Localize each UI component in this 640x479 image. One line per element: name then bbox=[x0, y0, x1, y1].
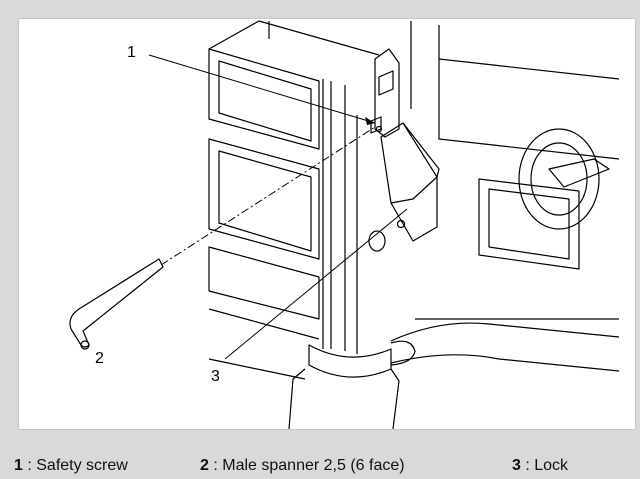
leader-3 bbox=[224, 208, 408, 360]
rotary-handle bbox=[518, 128, 600, 230]
hex-key bbox=[69, 258, 164, 348]
left-panel-inner bbox=[218, 60, 312, 142]
legend-text: Lock bbox=[534, 457, 569, 474]
right-frame bbox=[410, 21, 620, 270]
legend-text: Male spanner 2,5 (6 face) bbox=[222, 457, 405, 474]
callout-1: 1 bbox=[127, 44, 136, 61]
legend-separator: : bbox=[520, 457, 535, 474]
legend-number: 3 bbox=[512, 457, 521, 474]
base-collar bbox=[308, 344, 392, 378]
latch-slot bbox=[378, 70, 394, 96]
technical-drawing: 1 2 3 bbox=[18, 18, 636, 430]
lock-side bbox=[390, 176, 438, 204]
safety-screw bbox=[370, 116, 382, 134]
legend-number: 2 bbox=[200, 457, 209, 474]
bottom-tray bbox=[208, 308, 619, 380]
figure-frame: 1 2 3 1 : Safety screw 2 : Male spanner … bbox=[6, 6, 636, 474]
hose-upper bbox=[390, 322, 620, 342]
base-foot bbox=[288, 368, 400, 429]
rotary-grip bbox=[548, 158, 610, 188]
legend-caption: 1 : Safety screw 2 : Male spanner 2,5 (6… bbox=[12, 451, 640, 479]
arrow-1 bbox=[365, 117, 375, 125]
left-panel-outer bbox=[208, 48, 320, 150]
left-panel-mid-inner bbox=[218, 150, 312, 252]
legend-item-2: 2 : Male spanner 2,5 (6 face) bbox=[200, 457, 405, 475]
legend-number: 1 bbox=[14, 457, 23, 474]
lock-hole bbox=[396, 219, 406, 229]
legend-item-1: 1 : Safety screw bbox=[14, 457, 128, 475]
lock-top bbox=[402, 122, 440, 178]
alignment-line bbox=[160, 126, 376, 266]
legend-separator: : bbox=[22, 457, 37, 474]
top-edge bbox=[208, 20, 380, 56]
right-panel-inner bbox=[488, 188, 570, 260]
rotary-handle-inner bbox=[530, 142, 588, 216]
screw-head bbox=[375, 125, 383, 133]
hose-fitting bbox=[390, 340, 416, 366]
left-panel-low bbox=[208, 246, 320, 320]
line-drawing: 1 2 3 bbox=[69, 20, 620, 429]
legend-item-3: 3 : Lock bbox=[512, 457, 568, 475]
hose-lower bbox=[390, 354, 620, 372]
callout-3: 3 bbox=[211, 368, 220, 385]
left-panel-mid bbox=[208, 138, 320, 260]
side-knob bbox=[368, 230, 386, 252]
callout-2: 2 bbox=[95, 350, 104, 367]
leader-1 bbox=[148, 54, 376, 124]
latch-bracket bbox=[374, 48, 400, 138]
legend-separator: : bbox=[208, 457, 223, 474]
legend-text: Safety screw bbox=[36, 457, 128, 474]
hex-key-tip bbox=[80, 340, 90, 350]
